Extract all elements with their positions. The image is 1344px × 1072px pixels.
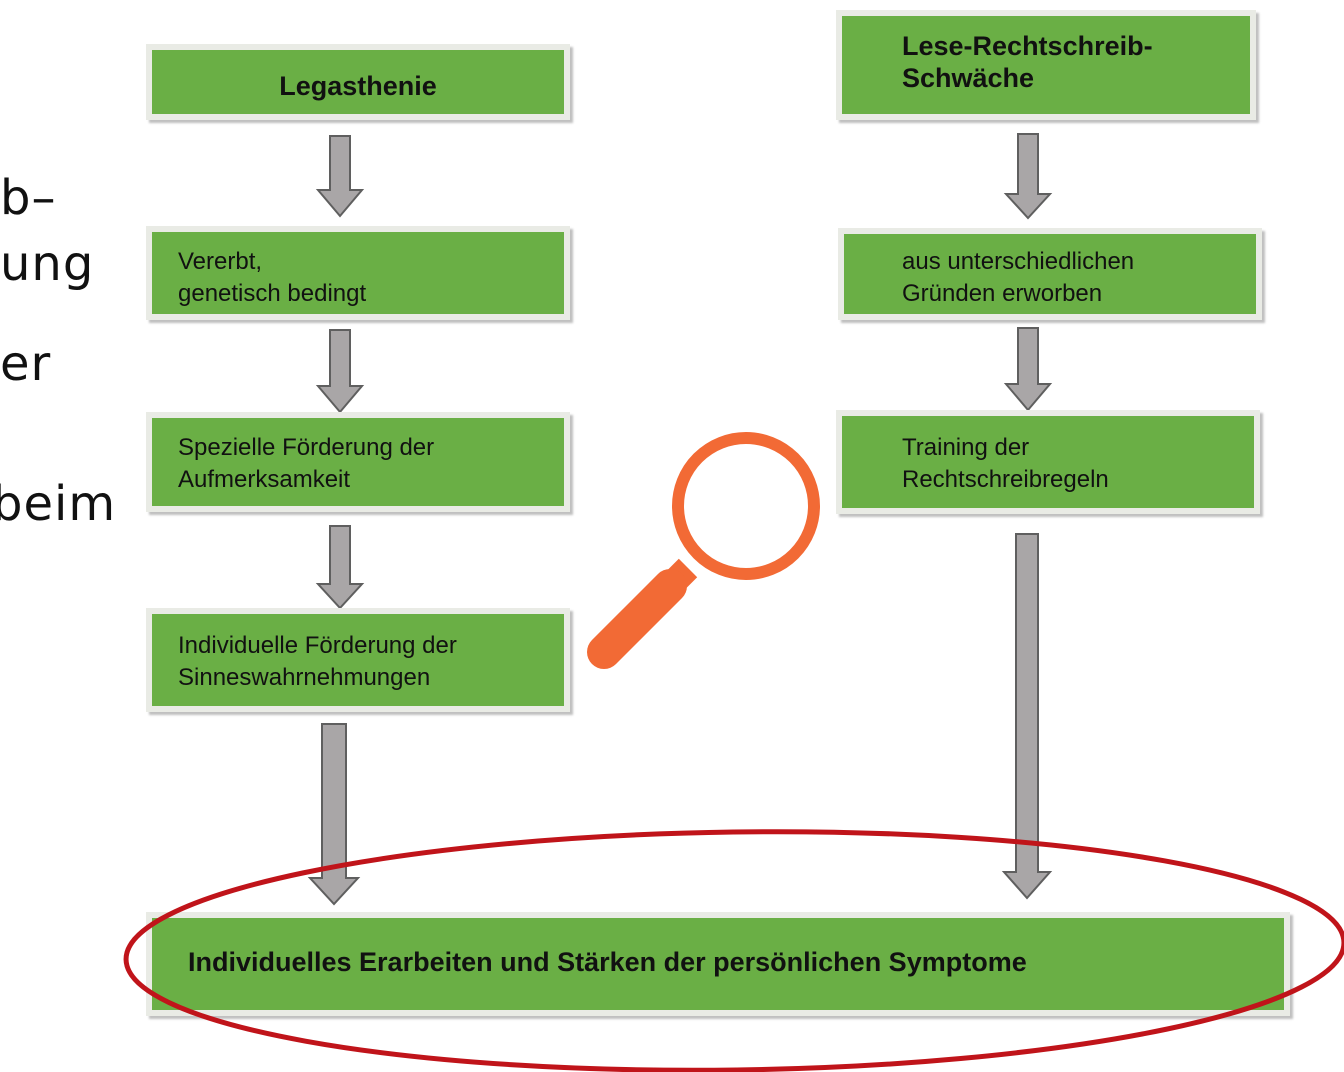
legasthenie-title: Legasthenie xyxy=(279,71,437,101)
arrow-down-1 xyxy=(315,135,365,218)
step-text-line: Sinneswahrnehmungen xyxy=(178,664,431,691)
legasthenie-title-box: Legasthenie xyxy=(146,44,570,120)
step-gruende-box: aus unterschiedlichen Gründen erworben xyxy=(838,228,1262,320)
result-text: Individuelles Erarbeiten und Stärken der… xyxy=(188,947,1027,977)
arrow-down-5 xyxy=(1003,133,1053,220)
step-text-line: genetisch bedingt xyxy=(178,280,367,307)
step-text-line: Individuelle Förderung der xyxy=(178,632,457,659)
step-training-box: Training der Rechtschreibregeln xyxy=(836,410,1260,514)
step-vererbt-box: Vererbt, genetisch bedingt xyxy=(146,226,570,320)
lrs-title-line: Lese-Rechtschreib- xyxy=(902,31,1153,61)
lrs-title-box: Lese-Rechtschreib- Schwäche xyxy=(836,10,1256,120)
step-text-line: Spezielle Förderung der xyxy=(178,434,435,461)
arrow-down-2 xyxy=(315,329,365,414)
slide-text-fragment-2: ung xyxy=(0,236,95,292)
slide-text-fragment-3: er xyxy=(0,336,52,392)
step-spezielle-foerderung-box: Spezielle Förderung der Aufmerksamkeit xyxy=(146,412,570,512)
slide-text-fragment-4: beim xyxy=(0,476,117,532)
step-text-line: Aufmerksamkeit xyxy=(178,466,351,493)
arrow-down-7 xyxy=(1001,533,1053,900)
arrow-down-3 xyxy=(315,525,365,610)
arrow-down-4 xyxy=(307,723,361,906)
slide-text-fragment-1: b– xyxy=(0,170,57,226)
step-text-line: Vererbt, xyxy=(178,248,263,275)
step-text-line: Rechtschreibregeln xyxy=(902,466,1109,493)
step-text-line: aus unterschiedlichen xyxy=(902,248,1135,275)
step-text-line: Gründen erworben xyxy=(902,280,1103,307)
magnifier-icon xyxy=(587,432,820,669)
arrow-down-6 xyxy=(1003,327,1053,412)
lrs-title-line: Schwäche xyxy=(902,63,1035,93)
step-text-line: Training der xyxy=(902,434,1030,461)
step-individuelle-foerderung-box: Individuelle Förderung der Sinneswahrneh… xyxy=(146,608,570,712)
result-box: Individuelles Erarbeiten und Stärken der… xyxy=(146,912,1290,1016)
